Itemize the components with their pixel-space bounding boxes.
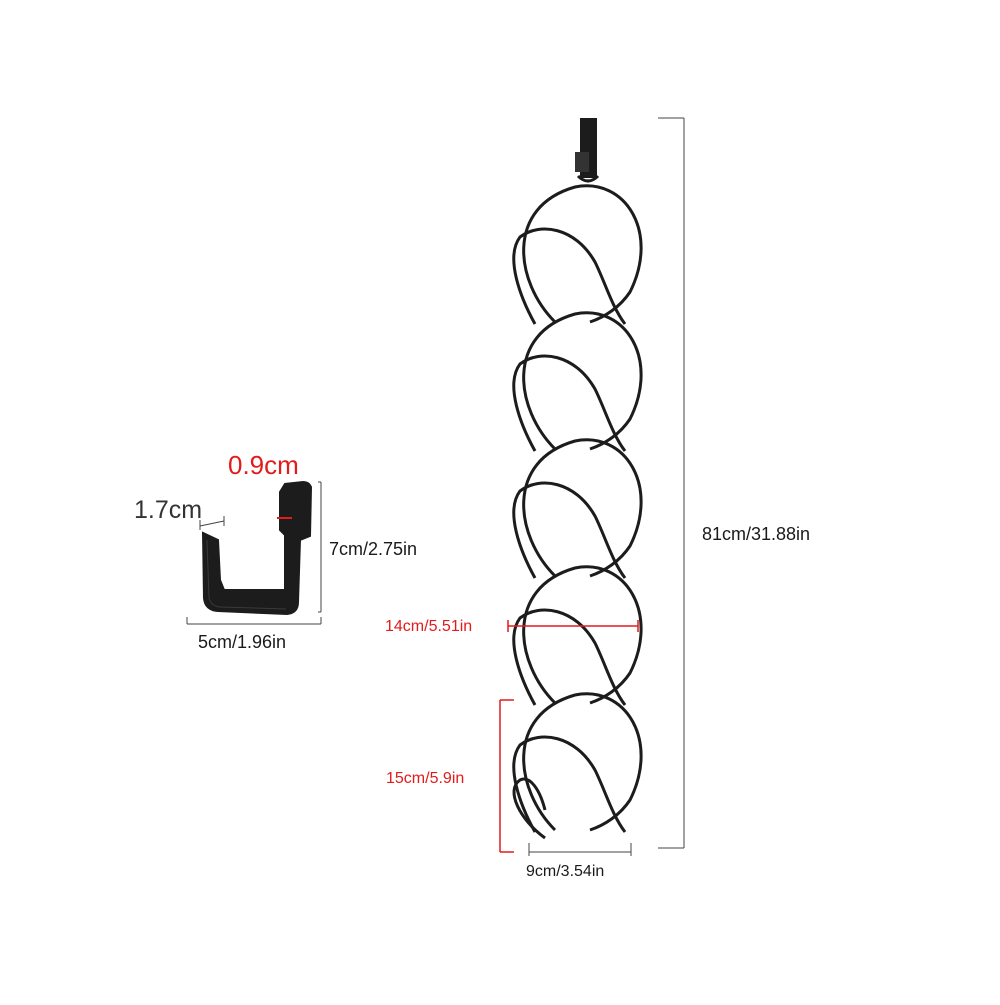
- cap-rack-illustration: [512, 118, 643, 840]
- cap-loop: [512, 184, 643, 325]
- cap-loop-inner: [512, 227, 627, 325]
- rack-base-width-label: 9cm/3.54in: [526, 863, 605, 880]
- hook-width-label: 5cm/1.96in: [198, 632, 287, 652]
- rack-top-hook-bracket: [575, 152, 589, 172]
- cap-loop-outer: [522, 311, 643, 451]
- cap-loop-outer: [522, 692, 643, 832]
- hook-height-label: 7cm/2.75in: [329, 539, 418, 559]
- hook-lip-width-label: 1.7cm: [134, 496, 203, 524]
- cap-loop-outer: [522, 565, 643, 705]
- rack-bottom-tail: [512, 777, 547, 840]
- loop-height-label: 15cm/5.9in: [386, 770, 465, 787]
- cap-loop-outer: [522, 438, 643, 578]
- rack-total-length-label: 81cm/31.88in: [702, 524, 811, 544]
- hook-lip-line: [199, 520, 225, 527]
- cap-loop: [512, 438, 643, 579]
- cap-loop: [512, 311, 643, 452]
- rack-top-ring: [576, 174, 600, 183]
- hook-bracket-highlight: [206, 539, 287, 610]
- cap-loop: [512, 692, 643, 833]
- rack-dimension-lines: [499, 117, 685, 856]
- hook-bracket-body: [201, 480, 313, 616]
- cap-loop-inner: [512, 608, 627, 706]
- cap-loop-inner: [512, 354, 627, 452]
- cap-loop-outer: [522, 184, 643, 324]
- door-hook-illustration: [201, 480, 313, 616]
- cap-loop-inner: [512, 481, 627, 579]
- hook-thickness-label: 0.9cm: [228, 450, 299, 480]
- loop-width-label: 14cm/5.51in: [385, 618, 473, 635]
- cap-loop: [512, 565, 643, 706]
- cap-loop-inner: [512, 735, 627, 833]
- hook-dimension-lines: [186, 481, 322, 625]
